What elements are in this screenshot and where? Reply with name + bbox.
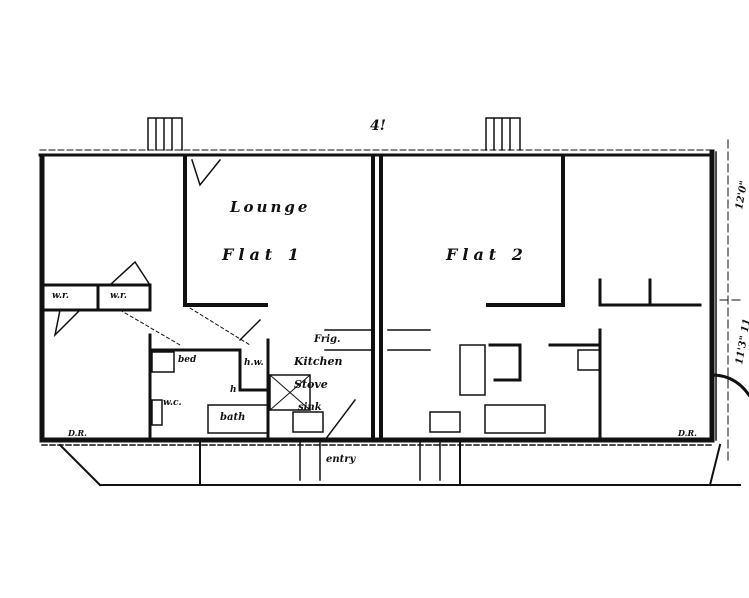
h-label: h — [230, 385, 237, 395]
dr-label-left: D.R. — [67, 428, 87, 438]
wr-label-1: w.r. — [52, 291, 69, 301]
bath-label: bath — [220, 412, 245, 423]
lounge-label: Lounge — [229, 198, 310, 216]
dim-label-right-2: 11'3" 11 — [734, 318, 749, 366]
dimension-line — [719, 139, 741, 461]
sink-label: sink — [298, 402, 322, 413]
flat2-label: Flat 2 — [445, 245, 528, 264]
flat1-label: Flat 1 — [221, 245, 304, 264]
outer-wall — [39, 155, 381, 443]
top-dim-label: 4! — [370, 118, 386, 134]
bed-label: bed — [178, 355, 197, 365]
entry-label: entry — [326, 454, 357, 465]
room-labels: 4! Lounge Flat 1 Flat 2 w.r. w.r. bed h.… — [52, 118, 749, 465]
bedroom-wall-flat2 — [486, 156, 565, 307]
party-wall — [371, 156, 383, 442]
hw-label: h.w. — [244, 358, 264, 368]
stove-label: Stove — [294, 378, 328, 391]
bedroom-wall-flat1 — [183, 156, 268, 307]
wc-label: w.c. — [163, 398, 182, 408]
steps — [147, 117, 521, 151]
dim-label-right-1: 12'0" — [734, 180, 749, 211]
walls — [38, 117, 749, 487]
kitchen-label: Kitchen — [293, 355, 343, 368]
wr-label-2: w.r. — [110, 291, 127, 301]
frig-label: Frig. — [313, 334, 340, 345]
dr-label-right: D.R. — [677, 428, 697, 438]
outer-wall-right — [375, 149, 715, 443]
